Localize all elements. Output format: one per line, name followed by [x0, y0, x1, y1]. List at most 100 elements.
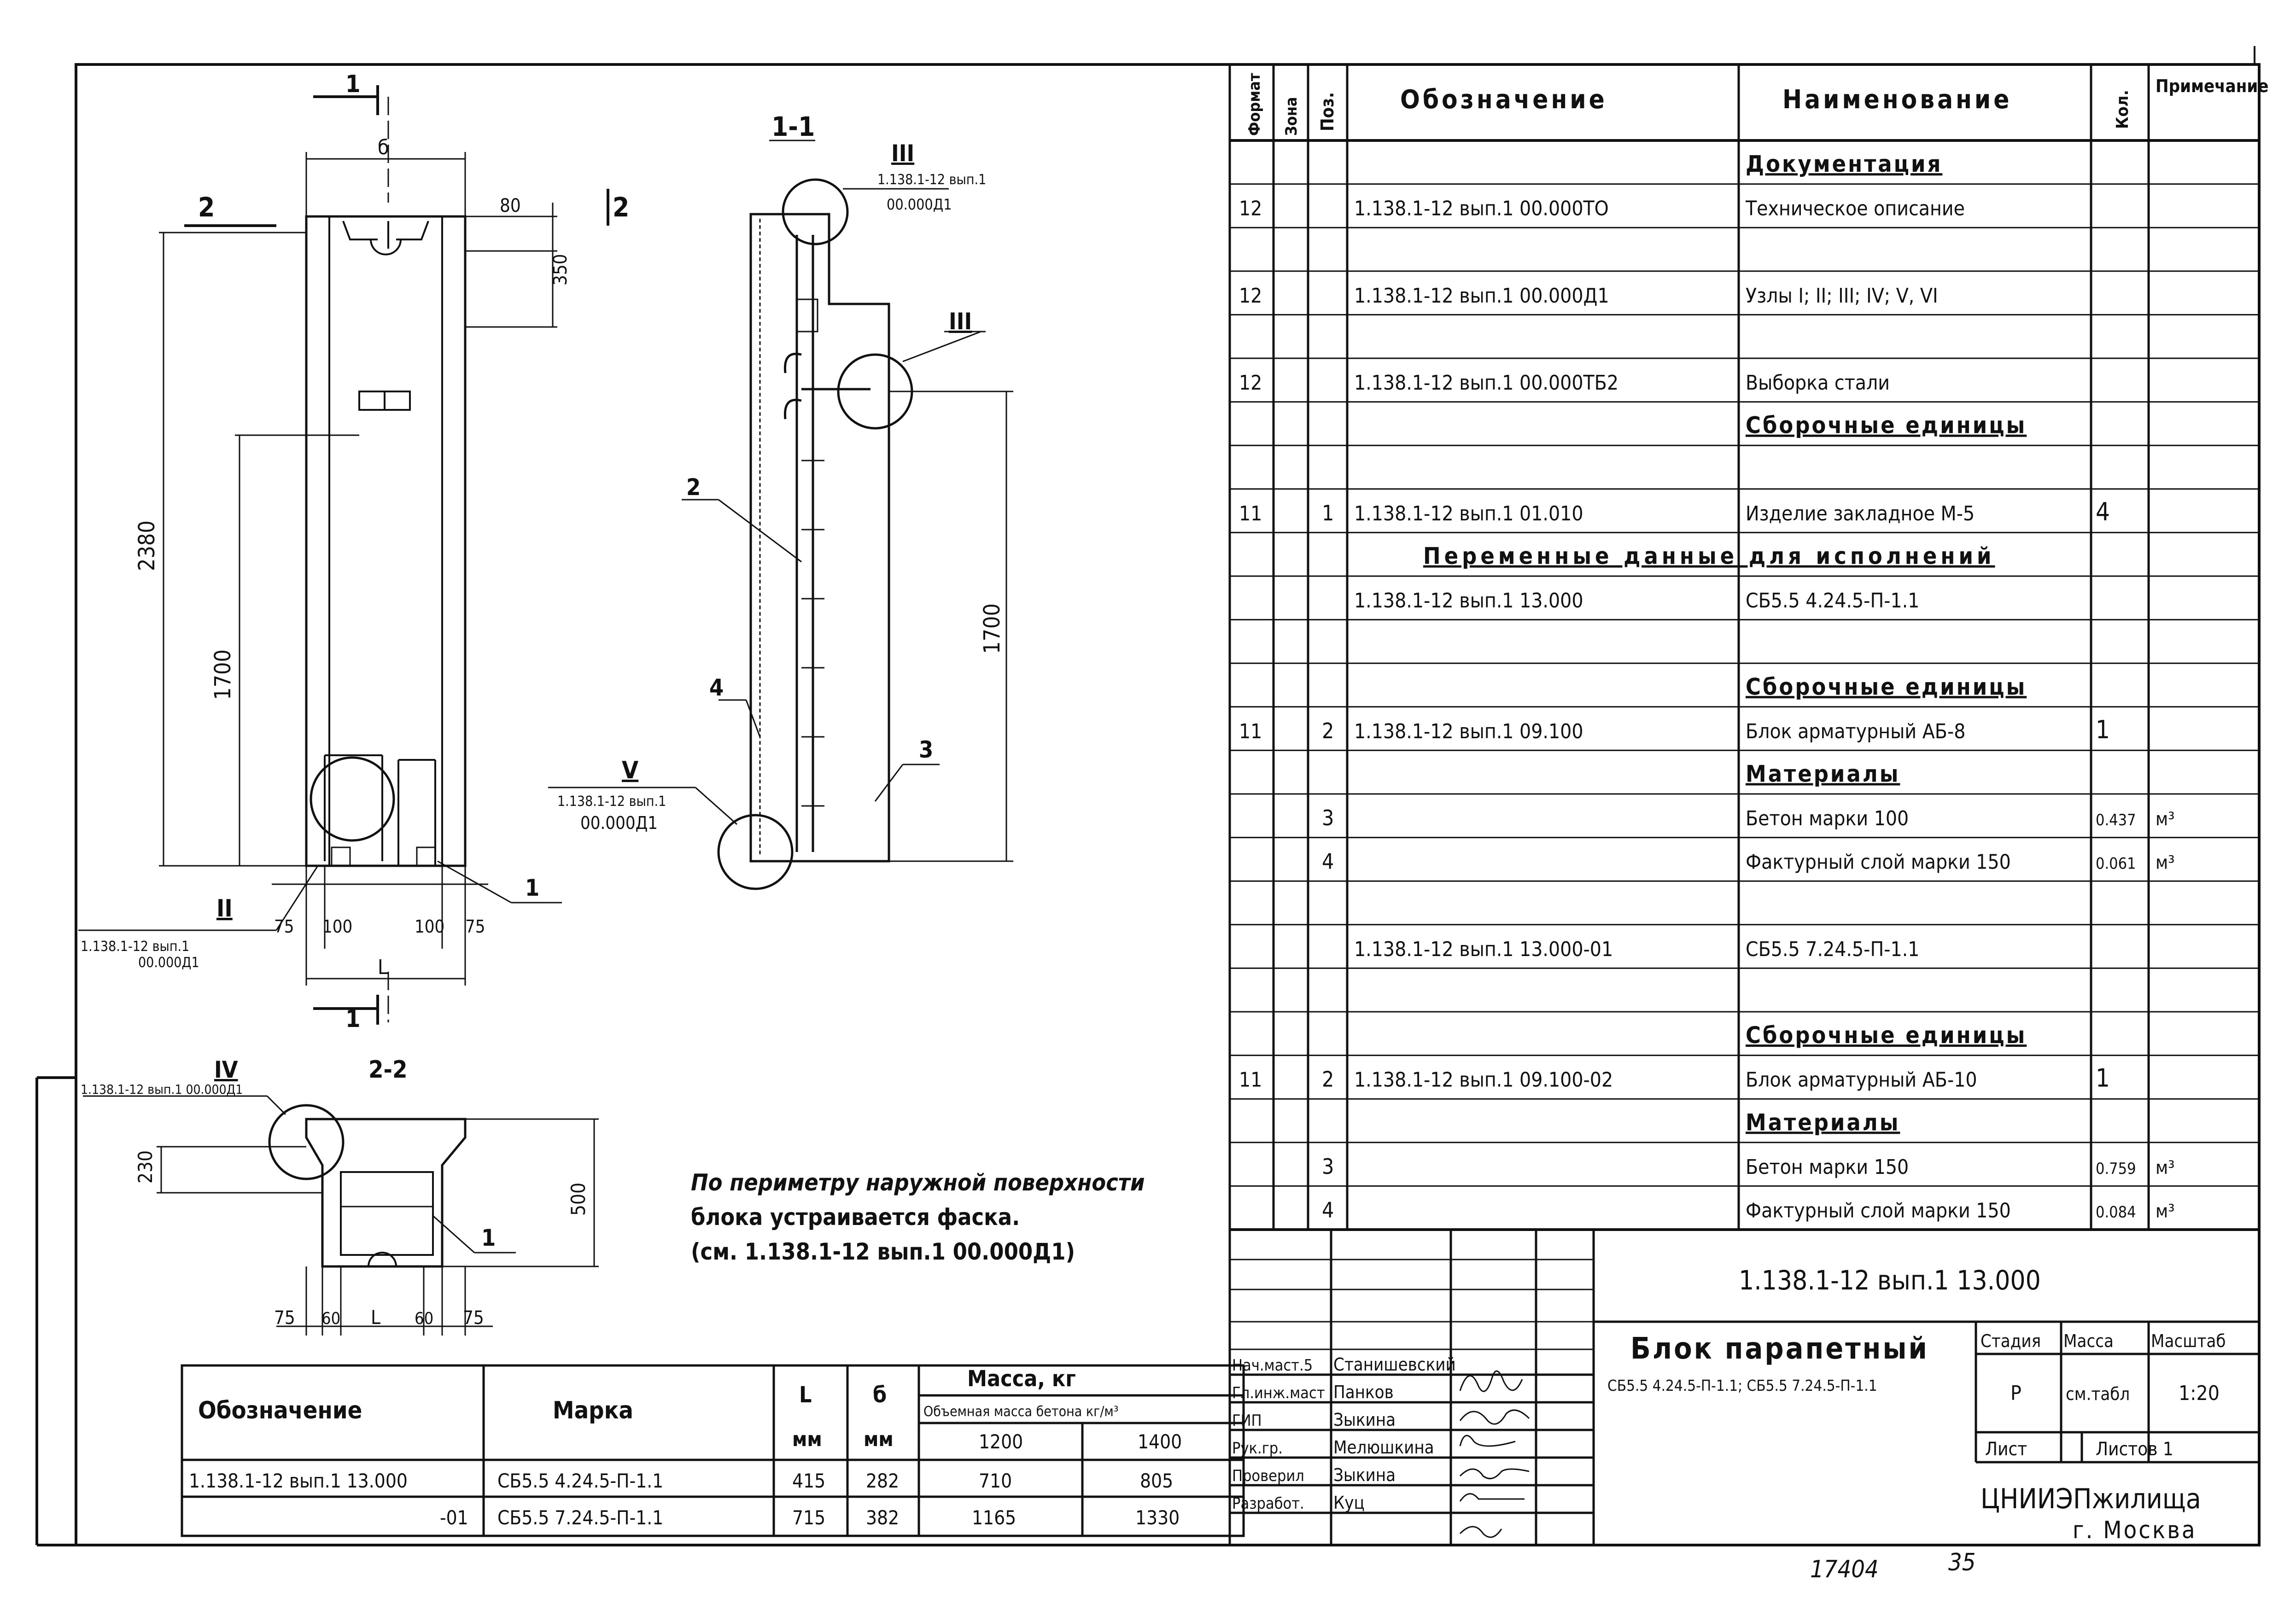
svg-text:L: L — [378, 956, 388, 979]
svg-text:Обозначение: Обозначение — [1400, 85, 1607, 115]
spec-pos: 2 — [1322, 718, 1334, 743]
svg-text:2380: 2380 — [134, 520, 160, 571]
spec-qty: 4 — [2096, 497, 2110, 526]
spec-qty: 0.437 — [2096, 811, 2136, 829]
svg-text:350: 350 — [550, 254, 571, 286]
spec-section-heading: Документация — [1746, 151, 1942, 177]
spec-pos: 3 — [1322, 1154, 1334, 1179]
svg-text:3: 3 — [919, 736, 933, 763]
svg-text:1: 1 — [525, 875, 539, 901]
section-1-1-annot — [548, 140, 1013, 862]
spec-section-heading: Сборочные единицы — [1746, 673, 2027, 700]
spec-format: 11 — [1239, 1068, 1262, 1092]
spec-format: 11 — [1239, 502, 1262, 525]
spec-format: 11 — [1239, 720, 1262, 743]
svg-text:L: L — [371, 1306, 380, 1329]
title-block-grid — [1228, 1230, 2259, 1545]
front-view — [305, 215, 467, 867]
svg-text:V: V — [622, 757, 638, 784]
spec-format: 12 — [1239, 371, 1262, 395]
svg-text:1400: 1400 — [1138, 1430, 1182, 1453]
svg-text:60: 60 — [415, 1309, 433, 1328]
svg-text:мм: мм — [864, 1428, 894, 1451]
svg-text:ЦНИИЭПжилища: ЦНИИЭПжилища — [1981, 1483, 2201, 1515]
spec-table-grid — [1228, 64, 2259, 1231]
role-name: Станишевский — [1333, 1354, 1456, 1375]
svg-text:мм: мм — [792, 1428, 822, 1451]
svg-text:г. Москва: г. Москва — [2073, 1517, 2197, 1544]
svg-text:00.000Д1: 00.000Д1 — [138, 955, 199, 971]
spec-name: Блок арматурный АБ-10 — [1746, 1068, 1977, 1092]
svg-text:СБ5.5 4.24.5-П-1.1: СБ5.5 4.24.5-П-1.1 — [497, 1470, 663, 1492]
front-view-dimensions — [78, 85, 609, 1025]
spec-wide-heading: Переменные данные для исполнений — [1423, 543, 1995, 570]
svg-text:1: 1 — [345, 70, 361, 98]
spec-section-heading: Сборочные единицы — [1746, 1022, 2027, 1049]
svg-text:2: 2 — [198, 192, 215, 223]
svg-text:1700: 1700 — [979, 603, 1005, 654]
role-label: Проверил — [1232, 1467, 1304, 1485]
svg-text:Р: Р — [2010, 1382, 2021, 1405]
svg-text:б: б — [873, 1382, 887, 1408]
svg-text:Листов 1: Листов 1 — [2096, 1439, 2173, 1460]
spec-pos: 1 — [1322, 501, 1334, 525]
spec-pos: 2 — [1322, 1067, 1334, 1092]
svg-text:СБ5.5 4.24.5-П-1.1; СБ5.5 7.24: СБ5.5 4.24.5-П-1.1; СБ5.5 7.24.5-П-1.1 — [1607, 1377, 1877, 1394]
svg-text:Марка: Марка — [553, 1397, 633, 1424]
role-name: Зыкина — [1333, 1465, 1396, 1485]
svg-text:III: III — [891, 140, 914, 167]
svg-text:1-1: 1-1 — [771, 111, 815, 142]
note-block: По периметру наружной поверхности блока … — [691, 1169, 1145, 1265]
svg-text:Поз.: Поз. — [1317, 92, 1338, 131]
spec-qty: 0.061 — [2096, 855, 2136, 873]
role-label: ГИП — [1232, 1412, 1262, 1430]
svg-text:L: L — [799, 1382, 812, 1408]
spec-header: Формат Зона Поз. Обозначение Наименовани… — [1245, 73, 2268, 136]
svg-text:282: 282 — [866, 1470, 899, 1492]
svg-text:1.138.1-12 вып.1 13.000: 1.138.1-12 вып.1 13.000 — [189, 1470, 408, 1492]
spec-designation: 1.138.1-12 вып.1 00.000Д1 — [1354, 284, 1609, 308]
role-label: Гл.инж.маст — [1232, 1384, 1325, 1402]
spec-name: Изделие закладное М-5 — [1746, 502, 1975, 525]
spec-designation: 1.138.1-12 вып.1 09.100 — [1354, 720, 1583, 743]
section-2-2-labels: 2-2 IV 1.138.1-12 вып.1 00.000Д1 230 500… — [81, 1056, 590, 1329]
sheet-frame — [35, 46, 2261, 1546]
spec-qty: 1 — [2096, 715, 2110, 744]
spec-name: СБ5.5 4.24.5-П-1.1 — [1746, 589, 1919, 612]
svg-text:Стадия: Стадия — [1981, 1331, 2041, 1351]
section-1-1-labels: 1-1 1700 III 1.138.1-12 вып.1 00.000Д1 I… — [557, 111, 1005, 833]
signatures — [1459, 1370, 1530, 1538]
svg-text:1200: 1200 — [979, 1430, 1023, 1453]
svg-text:17404: 17404 — [1810, 1556, 1879, 1583]
svg-text:75: 75 — [463, 1307, 484, 1329]
svg-text:1.138.1-12 вып.1: 1.138.1-12 вып.1 — [81, 939, 189, 955]
svg-text:(см. 1.138.1-12 вып.1 00.000Д1: (см. 1.138.1-12 вып.1 00.000Д1) — [691, 1238, 1075, 1265]
svg-text:Масштаб: Масштаб — [2151, 1331, 2226, 1351]
spec-note: м³ — [2156, 1201, 2175, 1222]
mass-table-text: Обозначение Марка L мм б мм Масса, кг Об… — [189, 1366, 1182, 1529]
role-name: Мелюшкина — [1333, 1437, 1434, 1458]
spec-pos: 3 — [1322, 805, 1334, 830]
svg-text:230: 230 — [134, 1150, 157, 1184]
svg-text:60: 60 — [321, 1309, 340, 1328]
spec-name: Фактурный слой марки 150 — [1746, 851, 2011, 874]
role-label: Разработ. — [1232, 1494, 1304, 1513]
section-2-2 — [268, 1104, 467, 1268]
spec-designation: 1.138.1-12 вып.1 01.010 — [1354, 502, 1583, 525]
svg-text:35: 35 — [1948, 1549, 1976, 1576]
svg-text:1700: 1700 — [210, 649, 236, 700]
svg-text:75: 75 — [274, 916, 294, 937]
svg-text:СБ5.5 7.24.5-П-1.1: СБ5.5 7.24.5-П-1.1 — [497, 1506, 663, 1529]
svg-text:-01: -01 — [440, 1506, 468, 1529]
role-name: Панков — [1333, 1382, 1394, 1402]
svg-text:2: 2 — [613, 192, 629, 223]
svg-text:1165: 1165 — [972, 1506, 1016, 1529]
mass-table — [181, 1364, 1245, 1537]
spec-qty: 1 — [2096, 1064, 2110, 1093]
spec-format: 12 — [1239, 284, 1262, 308]
svg-text:1.138.1-12 вып.1: 1.138.1-12 вып.1 — [557, 793, 666, 810]
svg-text:По периметру наружной поверхно: По периметру наружной поверхности — [691, 1169, 1145, 1196]
footer: 17404 35 — [1810, 1549, 1976, 1583]
